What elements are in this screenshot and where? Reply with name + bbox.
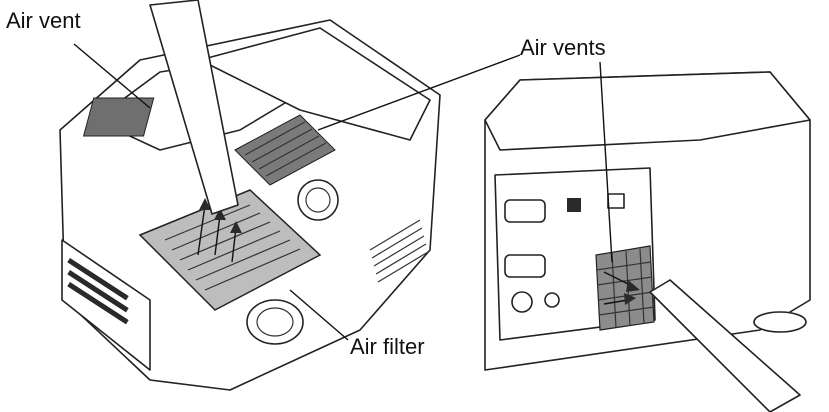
leader-air-filter (289, 289, 349, 341)
rear-vent-mesh (595, 245, 655, 331)
rear-air-vent-grid (82, 97, 155, 137)
air-filter-label: Air filter (350, 334, 425, 359)
air-vents-label: Air vents (520, 35, 606, 60)
projector-lens (246, 299, 304, 345)
right-side-vents (369, 219, 429, 283)
projector-foot (753, 311, 807, 333)
projector-underside (59, 0, 521, 391)
upper-air-vents-grid (234, 114, 336, 186)
air-vent-label: Air vent (6, 8, 81, 33)
projector-rear-panel (484, 61, 811, 412)
vacuum-nozzle-left (149, 0, 239, 215)
leader-air-vent (73, 43, 151, 109)
connector-ports (504, 193, 625, 313)
projector-upper-face (199, 27, 431, 141)
airflow-arrows-up (197, 198, 242, 263)
exhaust-arrows (603, 271, 640, 305)
air-filter-slots (164, 204, 301, 291)
side-slots (67, 258, 129, 325)
leader-air-vents-2 (599, 61, 613, 263)
focus-ring (297, 179, 339, 221)
leader-air-vents-1 (317, 54, 521, 131)
vacuum-nozzle-right (649, 279, 801, 412)
projector-top-face (484, 71, 811, 151)
